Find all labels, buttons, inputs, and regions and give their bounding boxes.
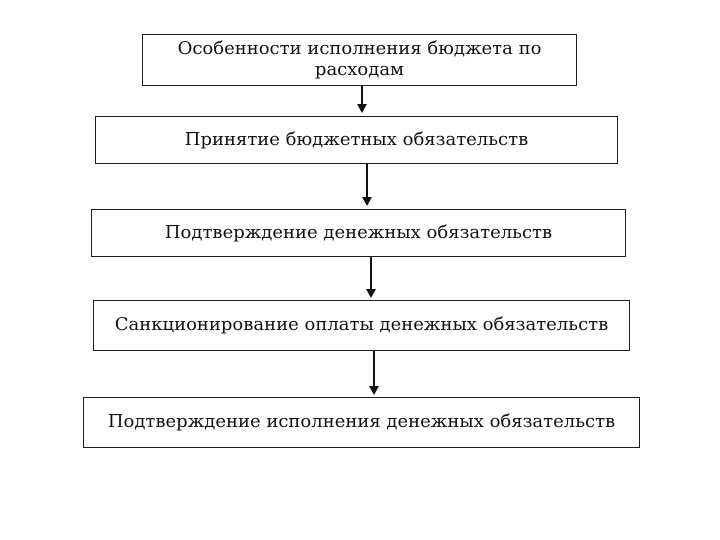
flow-connector-1 bbox=[356, 86, 367, 113]
arrow-shaft bbox=[372, 351, 375, 386]
arrow-down-icon bbox=[365, 289, 376, 298]
flow-node-budget-obligations-acceptance: Принятие бюджетных обязательств bbox=[95, 116, 618, 164]
flow-node-label: Особенности исполнения бюджета по расход… bbox=[177, 38, 542, 80]
flow-node-monetary-obligations-confirmation: Подтверждение денежных обязательств bbox=[91, 209, 626, 257]
flow-node-label: Принятие бюджетных обязательств bbox=[184, 128, 529, 150]
flow-node-execution-confirmation: Подтверждение исполнения денежных обязат… bbox=[83, 397, 640, 448]
flow-node-budget-execution-features: Особенности исполнения бюджета по расход… bbox=[142, 34, 577, 86]
flow-node-payment-authorization: Санкционирование оплаты денежных обязате… bbox=[93, 300, 630, 351]
arrow-shaft bbox=[365, 164, 368, 197]
flow-node-label: Подтверждение исполнения денежных обязат… bbox=[107, 411, 616, 433]
arrow-down-icon bbox=[361, 197, 372, 206]
flow-connector-4 bbox=[368, 351, 379, 395]
flow-node-label: Санкционирование оплаты денежных обязате… bbox=[114, 314, 609, 336]
arrow-shaft bbox=[360, 86, 363, 104]
arrow-shaft bbox=[369, 257, 372, 289]
arrow-down-icon bbox=[356, 104, 367, 113]
flow-connector-2 bbox=[361, 164, 372, 206]
arrow-down-icon bbox=[368, 386, 379, 395]
flow-connector-3 bbox=[365, 257, 376, 298]
flow-node-label: Подтверждение денежных обязательств bbox=[164, 221, 553, 243]
